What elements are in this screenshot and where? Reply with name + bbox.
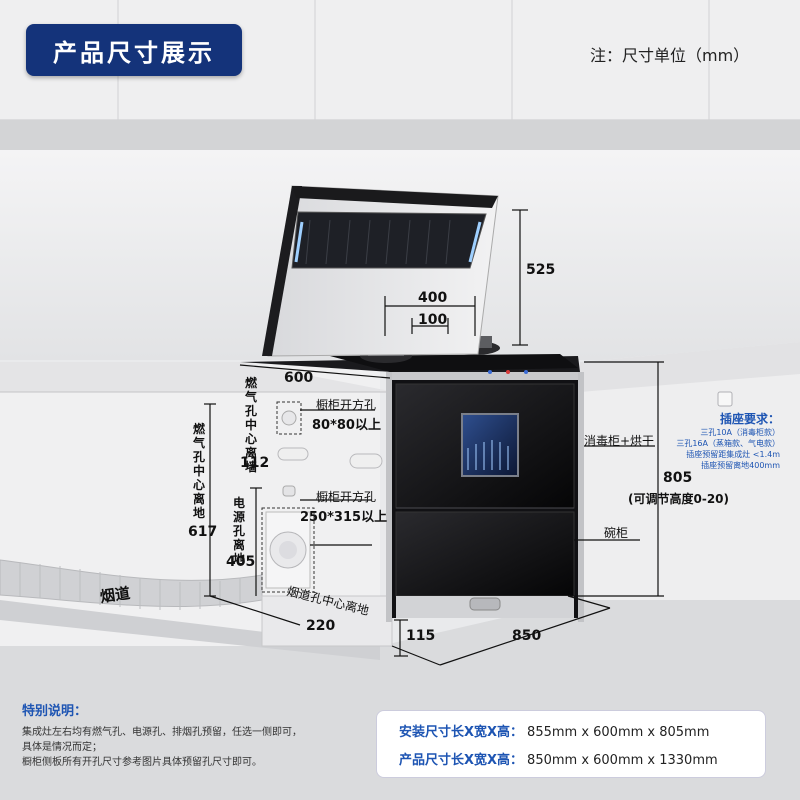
product-size-label: 产品尺寸长X宽X高： [399, 753, 524, 768]
socket-line: 三孔10A（消毒柜款） [700, 428, 780, 437]
gas-hole-height-dimension: 617 [188, 524, 218, 540]
product-size-value: 850mm x 600mm x 1330mm [527, 753, 718, 768]
notes-line: 集成灶左右均有燃气孔、电源孔、排烟孔预留，任选一侧即可， [22, 727, 302, 738]
socket-line: 插座预留离地400mm [701, 461, 780, 470]
sterilizer-label: 消毒柜+烘干 [584, 434, 655, 448]
power-from-floor-label: 电源孔离地 [232, 496, 245, 566]
gas-from-floor-label: 燃气孔中心离地 [192, 422, 205, 520]
burner-gap-dimension: 100 [418, 312, 448, 328]
oven-window [461, 413, 519, 477]
cabinet-hole-1-title: 橱柜开方孔 [316, 398, 377, 412]
height-dimension: 805 [663, 470, 693, 486]
cabinet-hole-2-title: 橱柜开方孔 [316, 490, 377, 504]
install-size-row: 安装尺寸长X宽X高：855mm x 600mm x 805mm [399, 721, 709, 740]
gas-hole-box [276, 401, 302, 435]
cabinet-hole-1-size: 80*80以上 [312, 418, 381, 433]
cabinet-hole-2-size: 250*315以上 [300, 510, 388, 525]
depth-dimension: 600 [284, 370, 314, 386]
unit-note: 注：尺寸单位（mm） [590, 46, 750, 65]
socket-line: 三孔16A（蒸箱款、气电款） [676, 439, 780, 448]
socket-title: 插座要求： [719, 412, 780, 426]
duct-label: 烟道 [98, 583, 132, 606]
notes-line: 具体是情况而定； [22, 742, 102, 753]
power-hole-height-dimension: 405 [226, 554, 256, 570]
width-dimension: 850 [512, 628, 542, 644]
hood-vent [291, 211, 487, 269]
install-size-label: 安装尺寸长X宽X高： [399, 725, 524, 740]
bowl-cabinet-label: 碗柜 [604, 526, 629, 540]
notes-line: 橱柜侧板所有开孔尺寸参考图片具体预留孔尺寸即可。 [22, 757, 262, 768]
duct-hole-box [261, 507, 315, 593]
product-size-row: 产品尺寸长X宽X高：850mm x 600mm x 1330mm [399, 749, 718, 768]
height-note: (可调节高度0-20) [628, 492, 729, 506]
special-notes: 特别说明： 集成灶左右均有燃气孔、电源孔、排烟孔预留，任选一侧即可， 具体是情况… [22, 700, 362, 770]
gas-from-wall-label: 燃气孔中心离墙 [244, 376, 257, 474]
socket-requirements: 插座要求： 三孔10A（消毒柜款） 三孔16A（蒸箱款、气电款） 插座预留距集成… [672, 410, 780, 471]
socket-line: 插座预留距集成灶 <1.4m [686, 450, 780, 459]
notes-title: 特别说明： [22, 704, 88, 719]
gas-wall-offset-dimension: 112 [240, 455, 270, 471]
burner-span-dimension: 400 [418, 290, 448, 306]
socket-icon [717, 391, 733, 407]
kick-height-dimension: 115 [406, 628, 436, 644]
page-title: 产品尺寸展示 [26, 24, 242, 76]
right-cabinet [580, 342, 800, 600]
duct-pipe [0, 559, 263, 610]
size-spec-box: 安装尺寸长X宽X高：855mm x 600mm x 805mm 产品尺寸长X宽X… [376, 710, 766, 778]
integrated-stove [240, 185, 584, 622]
duct-offset-dimension: 220 [306, 618, 336, 634]
hood-height-dimension: 525 [526, 262, 556, 278]
install-size-value: 855mm x 600mm x 805mm [527, 725, 710, 740]
